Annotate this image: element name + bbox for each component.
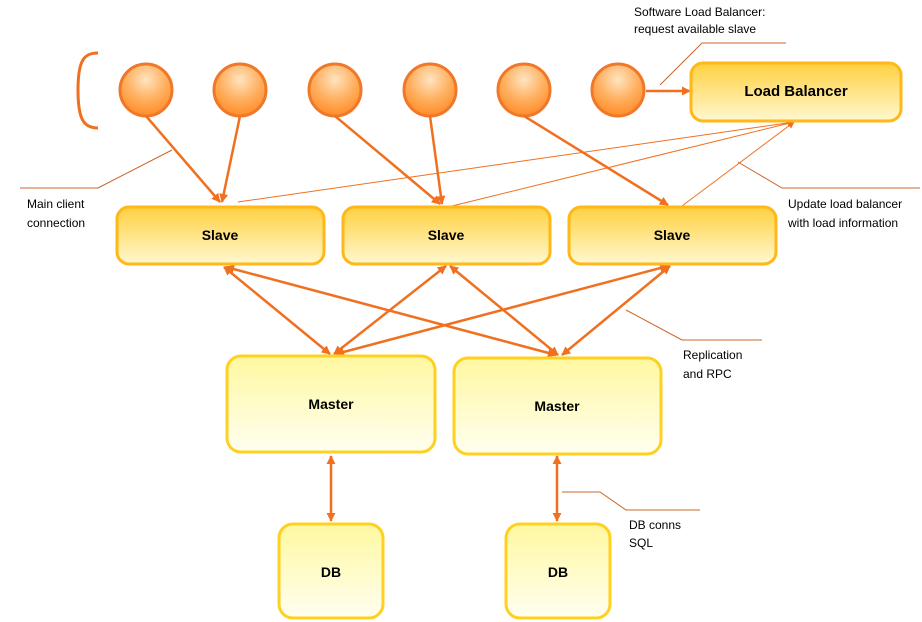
update-lb-note-line2: with load information bbox=[787, 216, 898, 230]
master-box bbox=[225, 354, 437, 454]
load-update-lines bbox=[237, 119, 795, 207]
update-lb-leader bbox=[737, 161, 920, 189]
slave-box bbox=[341, 205, 552, 266]
load-balancer-node: Load Balancer bbox=[689, 61, 903, 123]
slave-box bbox=[115, 205, 326, 266]
client-group-bracket bbox=[76, 51, 99, 130]
replication-note-line2: and RPC bbox=[683, 367, 732, 381]
main-client-leader bbox=[20, 149, 173, 189]
clients bbox=[118, 62, 646, 118]
load-update-line bbox=[681, 121, 795, 207]
load-balancer-box bbox=[689, 61, 903, 123]
client-circle bbox=[212, 62, 268, 118]
replication-note-line1: Replication bbox=[683, 348, 742, 362]
client-circle bbox=[118, 62, 174, 118]
client-to-slave-arrow bbox=[428, 115, 446, 205]
db-connection-arrows bbox=[326, 455, 562, 522]
master-label: Master bbox=[534, 398, 580, 414]
client-to-slave-arrow bbox=[145, 115, 221, 203]
replication-leader bbox=[625, 309, 762, 341]
client-to-slave-arrow bbox=[523, 114, 669, 207]
update-lb-note-line1: Update load balancer bbox=[788, 197, 902, 211]
main-client-note-line1: Main client bbox=[27, 197, 85, 211]
slave-nodes: Slave Slave Slave bbox=[115, 205, 778, 266]
annotations: Software Load Balancer: request availabl… bbox=[27, 5, 902, 550]
main-client-note-line2: connection bbox=[27, 216, 85, 230]
client-to-slave-arrow bbox=[334, 115, 441, 205]
client-to-slave-arrow bbox=[219, 115, 242, 203]
master-box bbox=[452, 356, 663, 456]
software-lb-leader bbox=[659, 42, 786, 86]
replication-arrow bbox=[561, 265, 671, 356]
db-label: DB bbox=[548, 564, 568, 580]
replication-arrows bbox=[223, 263, 671, 358]
db-box bbox=[504, 522, 612, 620]
client-circle bbox=[590, 62, 646, 118]
load-update-line bbox=[237, 119, 795, 203]
slave-box bbox=[567, 205, 778, 266]
software-lb-note-line1: Software Load Balancer: bbox=[634, 5, 765, 19]
slave-label: Slave bbox=[654, 227, 691, 243]
load-update-line bbox=[451, 120, 795, 207]
load-balancer-label: Load Balancer bbox=[744, 83, 848, 100]
slave-label: Slave bbox=[202, 227, 239, 243]
client-connection-arrows bbox=[145, 86, 691, 207]
master-label: Master bbox=[308, 396, 354, 412]
db-conns-leader bbox=[562, 491, 700, 511]
db-conns-note-line1: DB conns bbox=[629, 518, 681, 532]
db-nodes: DB DB bbox=[277, 522, 612, 620]
master-nodes: Master Master bbox=[225, 354, 663, 456]
client-circle bbox=[402, 62, 458, 118]
db-conns-note-line2: SQL bbox=[629, 536, 653, 550]
db-label: DB bbox=[321, 564, 341, 580]
slave-label: Slave bbox=[428, 227, 465, 243]
client-circle bbox=[307, 62, 363, 118]
db-box bbox=[277, 522, 385, 620]
client-circle bbox=[496, 62, 552, 118]
callout-leaders bbox=[20, 42, 920, 511]
software-lb-note-line2: request available slave bbox=[634, 22, 756, 36]
